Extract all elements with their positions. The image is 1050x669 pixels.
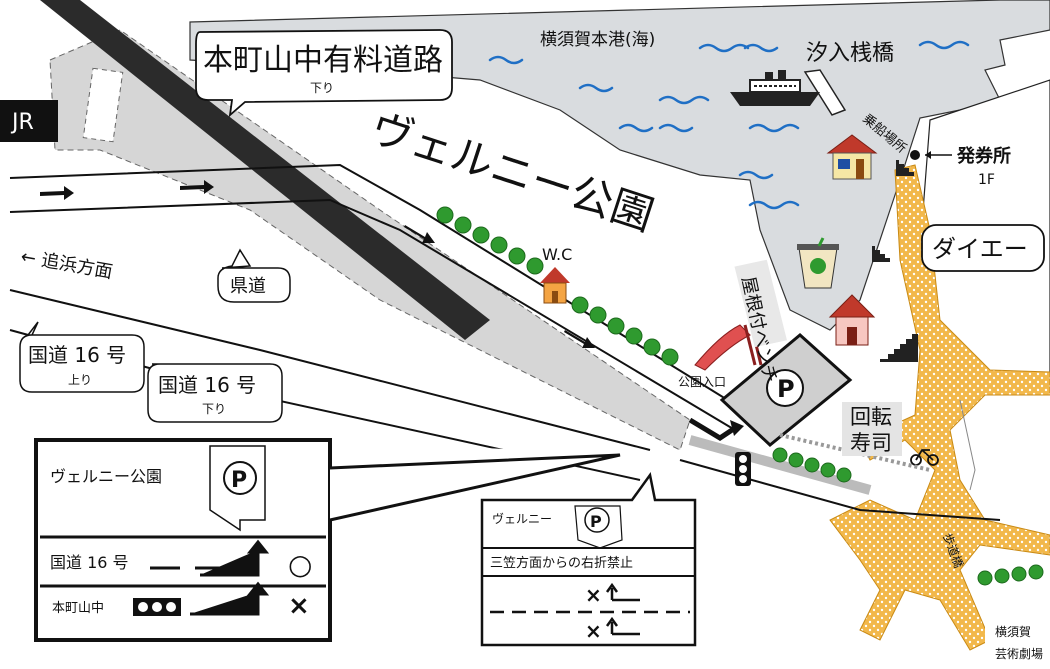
svg-text:下り: 下り — [310, 81, 334, 95]
route16-down-callout: 国道 16 号 下り — [147, 363, 283, 423]
svg-text:三笠方面からの右折禁止: 三笠方面からの右折禁止 — [490, 555, 633, 571]
tree-row — [436, 206, 1044, 586]
jr-label: JR — [0, 100, 58, 142]
svg-text:ヴェルニー公園: ヴェルニー公園 — [50, 467, 162, 486]
wave-marks — [488, 40, 970, 210]
pier-label: 汐入桟橋 — [806, 41, 894, 66]
svg-text:上り: 上り — [68, 373, 92, 387]
route16-up-callout: 国道 16 号 上り — [19, 321, 145, 393]
theater-label: 横須賀 芸術劇場 — [985, 615, 1050, 669]
stairs-icon — [872, 160, 918, 362]
svg-text:回転: 回転 — [850, 405, 892, 429]
kaitenzushi-label: 回転 寿司 — [842, 402, 902, 456]
svg-text:○: ○ — [288, 548, 312, 581]
parking-lot: P — [719, 333, 853, 447]
svg-text:×: × — [585, 583, 602, 607]
jr-rail — [40, 0, 490, 340]
svg-text:横須賀: 横須賀 — [995, 625, 1031, 639]
svg-text:×: × — [585, 619, 602, 643]
svg-text:県道: 県道 — [230, 276, 266, 297]
info-house-icon — [826, 134, 878, 180]
expressway-callout: 本町山中有料道路 下り — [195, 29, 453, 118]
shiori-pier — [803, 69, 847, 116]
svg-text:国道 16 号: 国道 16 号 — [50, 553, 129, 572]
ticket-office-marker — [910, 150, 920, 160]
svg-text:芸術劇場: 芸術劇場 — [995, 647, 1043, 661]
inset-right-box: ヴェルニー P 三笠方面からの右折禁止 × × — [480, 471, 697, 647]
house-icon — [828, 294, 876, 346]
entrance-arrow — [688, 417, 737, 441]
svg-text:本町山中有料道路: 本町山中有料道路 — [203, 43, 443, 78]
harbor-label: 横須賀本港(海) — [540, 30, 655, 50]
svg-text:P: P — [777, 375, 795, 403]
ticket-office-floor: 1F — [978, 172, 995, 188]
ship-icon — [730, 70, 820, 106]
svg-text:ダイエー: ダイエー — [932, 235, 1028, 263]
svg-text:国道 16 号: 国道 16 号 — [158, 373, 256, 397]
svg-text:下り: 下り — [202, 402, 226, 416]
svg-text:寿司: 寿司 — [850, 431, 892, 455]
svg-text:P: P — [231, 468, 247, 493]
oppama-label: ← 追浜方面 — [19, 246, 114, 283]
inset-left-box: ヴェルニー公園 P 国道 16 号 ○ 本町山中 × — [34, 438, 621, 642]
traffic-light-icon — [735, 452, 751, 486]
traffic-arrows — [40, 180, 595, 348]
ticket-office-label: 発券所 — [956, 145, 1011, 167]
svg-text:本町山中: 本町山中 — [52, 601, 104, 616]
prefectural-road-callout: 県道 — [217, 248, 291, 303]
coffee-cup-icon — [797, 237, 839, 289]
park-entrance-label: 公園入口 — [678, 375, 726, 389]
svg-text:JR: JR — [10, 110, 34, 135]
svg-text:×: × — [288, 591, 310, 621]
wc-label: W.C — [542, 245, 572, 264]
daiei-callout: ダイエー — [921, 224, 1045, 272]
svg-text:P: P — [590, 512, 602, 531]
wc-icon — [540, 267, 570, 304]
svg-text:ヴェルニー: ヴェルニー — [492, 511, 552, 526]
svg-text:国道 16 号: 国道 16 号 — [28, 343, 126, 367]
